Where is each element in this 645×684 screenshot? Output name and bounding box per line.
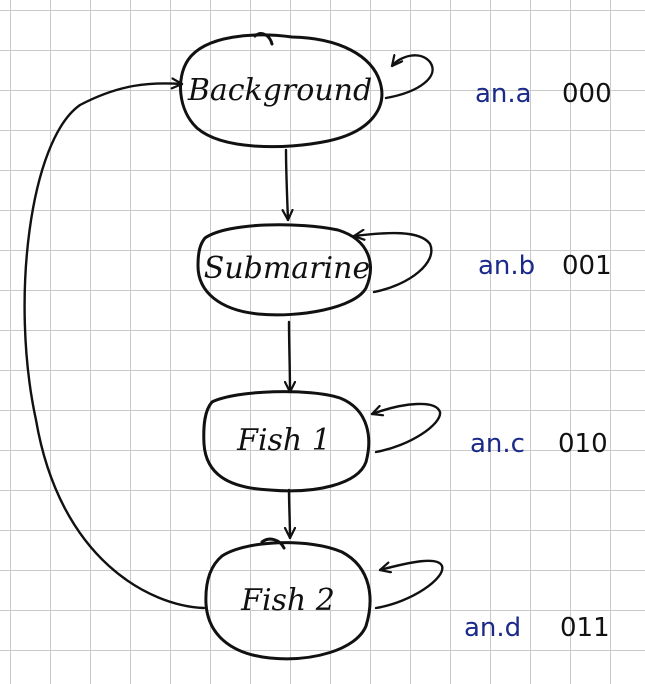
state-signal: an.c: [470, 429, 525, 459]
state-node-background: Background: [179, 32, 384, 149]
output-row-fish-2: an.d 011: [464, 613, 610, 643]
state-signal: an.b: [478, 251, 535, 281]
state-node-fish-1: Fish 1: [202, 390, 371, 493]
transition-background-to-submarine: [286, 148, 288, 222]
state-signal: an.d: [464, 613, 521, 643]
state-node-submarine: Submarine: [196, 223, 372, 317]
output-row-submarine: an.b 001: [478, 251, 612, 281]
state-label: Background: [187, 73, 372, 108]
output-row-background: an.a 000: [475, 79, 612, 109]
state-label: Fish 1: [236, 423, 331, 458]
state-label: Submarine: [204, 251, 370, 286]
state-code: 010: [558, 429, 608, 459]
self-loop-fish-2: [374, 559, 444, 610]
state-label: Fish 2: [240, 583, 335, 618]
self-loop-fish-1: [370, 402, 442, 454]
output-row-fish-1: an.c 010: [470, 429, 608, 459]
state-code: 001: [562, 251, 612, 281]
transition-submarine-to-fish-1: [289, 320, 290, 394]
state-code: 011: [560, 613, 610, 643]
transition-fish-2-to-background: [23, 83, 206, 610]
state-code: 000: [562, 79, 612, 109]
transition-fish-1-to-fish-2: [289, 488, 290, 540]
self-loop-background: [384, 55, 434, 100]
state-node-fish-2: Fish 2: [204, 537, 372, 661]
self-loop-submarine: [352, 233, 433, 294]
state-signal: an.a: [475, 79, 532, 109]
